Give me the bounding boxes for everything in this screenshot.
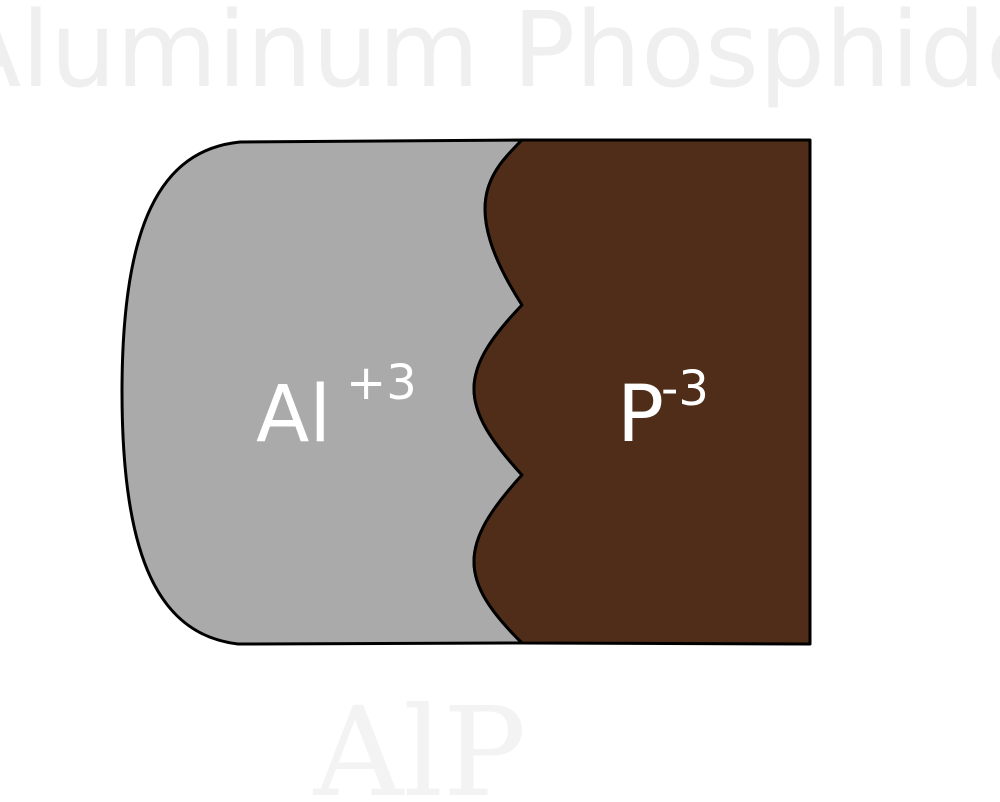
chemical-formula: AlP	[313, 681, 527, 802]
anion-label: P -3	[617, 361, 709, 460]
anion-piece-phosphorus	[472, 138, 812, 646]
cation-charge: +3	[346, 355, 417, 411]
anion-charge: -3	[661, 361, 709, 417]
anion-symbol: P	[617, 370, 664, 460]
cation-label: Al +3	[256, 355, 417, 460]
cation-symbol: Al	[256, 370, 331, 460]
compound-name-title: Aluminum Phosphide	[0, 0, 1000, 111]
